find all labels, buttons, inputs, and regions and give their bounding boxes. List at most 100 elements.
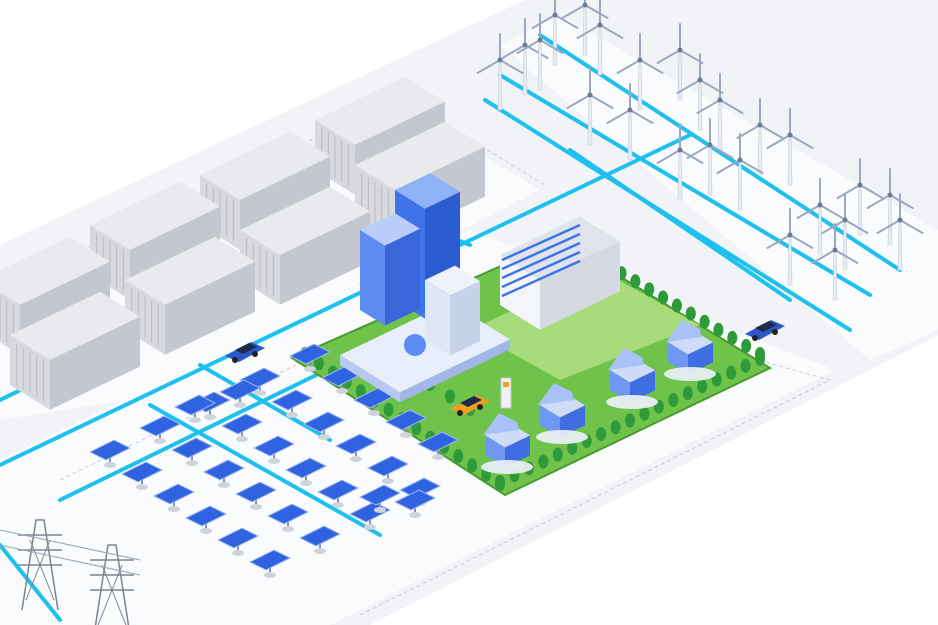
tree [596,427,607,442]
turbine-blade [759,124,784,139]
panel-surface [138,415,182,437]
tree [538,454,549,469]
turbine-blade [656,49,681,64]
wind-turbine [696,73,744,151]
panel-surface [170,437,214,459]
turbine-blade [554,14,579,29]
house-left-face [668,342,688,375]
turbine-hub [627,107,633,113]
turbine-blade [566,94,591,109]
turbine-hub [497,57,503,63]
panel-base [232,550,244,556]
office-tower-2-left-face [360,230,385,326]
turbine-tower [637,59,643,111]
house-roof [538,383,574,405]
solar-panel [202,459,246,488]
tree [713,322,724,337]
turbine-blade [599,24,624,39]
panel-base [104,462,116,468]
panel-surface [266,503,310,525]
park-lawn [470,270,700,380]
house-roof [608,348,644,370]
panel-surface [270,389,314,411]
car-window [755,321,777,332]
panel-surface [218,379,262,401]
panel-base [350,456,362,462]
office-tower-2-right-face [385,228,420,326]
wind-turbine [766,108,814,186]
solar-panel [298,525,342,554]
panel-surface [358,484,402,506]
turbine-hub [597,22,603,28]
panel-surface [384,409,428,431]
turbine-blade [476,59,501,74]
panel-base [409,512,421,518]
building-window-stripe [501,232,581,271]
panel-base [332,502,344,508]
solar-panel [138,415,182,444]
office-tower-2 [360,213,420,326]
turbine-tower [677,149,683,201]
turbine-tower [897,219,903,271]
solar-panel [334,433,378,462]
tree [639,406,650,421]
turbine-blade [834,249,859,264]
turbine-tower [582,4,588,56]
panel-base [432,454,444,460]
solar-panel [384,409,428,438]
wind-turbine [821,193,869,271]
turbine-tower [552,14,558,66]
battery-container-right-face [165,261,255,355]
turbine-blade [501,44,526,59]
turbine-tower [887,194,893,246]
panel-base [382,478,394,484]
pylon-brace [97,564,123,625]
turbine-hub [787,232,793,238]
car-window [235,343,257,354]
turbine-blade [699,79,724,94]
wind-turbine [531,0,579,66]
turbine-hub [582,2,588,8]
tree [740,358,751,373]
turbine-blade [819,204,844,219]
panel-surface [366,455,410,477]
turbine-blade [844,219,869,234]
turbine-tower [627,109,633,161]
solar-panel [270,389,314,418]
turbine-blade [531,14,556,29]
turbine-blade [859,184,884,199]
wind-turbine [716,133,764,211]
panel-surface [416,431,460,453]
tree [727,330,738,345]
turbine-blade [656,149,681,164]
turbine-blade [836,184,861,199]
wind-turbine [606,83,654,161]
panel-base [400,432,412,438]
tree [726,365,737,380]
tree [355,384,366,399]
solar-panel [288,343,332,372]
user-avatar-icon [404,334,426,356]
panel-base [168,506,180,512]
turbine-blade [766,234,791,249]
turbine-tower [697,79,703,131]
wind-turbine [736,98,784,176]
car [745,320,785,341]
building-podium-right-face [400,339,510,403]
turbine-blade [899,219,924,234]
tree [741,338,752,353]
battery-container-top-face [125,236,255,305]
turbine-blade [811,249,836,264]
panel-base [136,484,148,490]
turbine-blade [866,194,891,209]
wind-turbine [566,68,614,146]
car-window [460,396,482,407]
ev-charger [500,377,512,409]
turbine-blade [539,39,564,54]
car-wheel [477,404,483,410]
solar-panel [366,455,410,484]
solar-panel [284,457,328,486]
car [450,395,490,416]
tree [644,282,655,297]
